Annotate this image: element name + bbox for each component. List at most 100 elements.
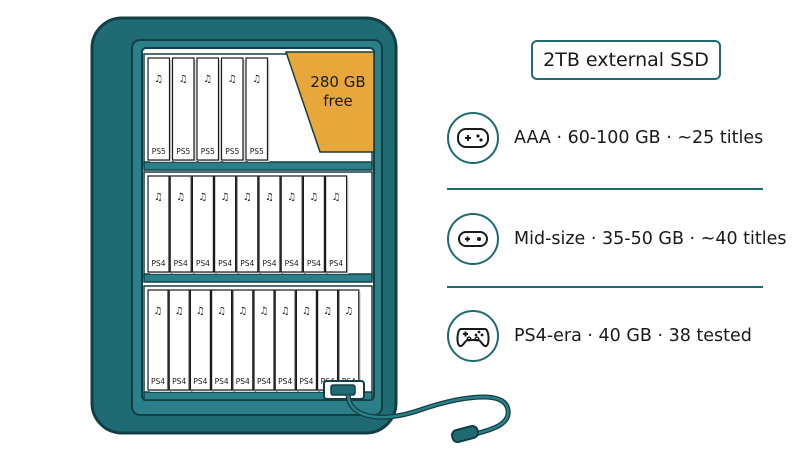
game-case-label: PS4 [299,377,313,386]
playstation-logo-icon: ♫ [175,306,184,317]
playstation-logo-icon: ♫ [154,74,163,85]
game-case-label: PS4 [151,377,165,386]
feature-ps4-era: PS4-era · 40 GB · 38 tested [447,308,787,364]
game-case: ♫ PS4 [169,175,194,274]
game-case-spine [147,289,169,391]
game-case: ♫ PS4 [232,289,255,392]
game-case: ♫ PS4 [258,175,282,274]
feature-ps4-era-text: PS4-era · 40 GB · 38 tested [514,326,752,346]
playstation-logo-icon: ♫ [176,192,185,203]
game-case: ♫ PS4 [189,289,213,392]
game-case-label: PS5 [152,147,166,156]
free-space-marker [284,51,375,153]
feature-aaa: AAA · 60-100 GB · ~25 titles [447,110,787,166]
game-case-spine [302,175,325,273]
divider-1 [447,188,763,190]
game-case: ♫ PS4 [211,289,234,392]
game-case-label: PS5 [201,147,215,156]
game-case-label: PS4 [215,377,229,386]
game-case: ♫PS4 [191,175,216,274]
game-case: ♫ PS5 [196,57,221,162]
game-case-spine [236,175,259,273]
playstation-logo-icon: ♫ [179,74,188,85]
playstation-logo-icon: ♫ [154,192,163,203]
game-case-label: PS4 [193,377,207,386]
feature-mid-size-text: Mid-size · 35-50 GB · ~40 titles [514,229,787,249]
playstation-logo-icon: ♫ [221,192,230,203]
feature-mid-size: Mid-size · 35-50 GB · ~40 titles [447,211,787,267]
playstation-logo-icon: ♫ [265,192,274,203]
game-case: ♫ PS4 [274,289,298,392]
game-case-spine [325,175,348,273]
game-case-spine [168,289,190,391]
game-case-label: PS4 [236,377,250,386]
game-case: ♫ PS5 [245,57,270,162]
game-case-label: PS5 [225,147,239,156]
game-case-spine [171,57,195,161]
game-case: ♫ PS4 [168,289,192,392]
playstation-logo-icon: ♫ [302,306,311,317]
playstation-logo-icon: ♫ [252,74,261,85]
game-case-label: PS5 [250,147,264,156]
game-case-spine [280,175,303,273]
game-case: ♫ PS4 [280,175,305,274]
game-case-label: PS4 [151,259,165,268]
game-case-label: PS4 [172,377,186,386]
game-case-label: PS4 [262,259,276,268]
game-case-spine [295,289,317,391]
playstation-logo-icon: ♫ [238,306,247,317]
game-case: ♫PS4 [338,289,361,392]
game-case-label: PS4 [240,259,254,268]
playstation-logo-icon: ♫ [228,74,237,85]
title-box: 2TB external SSD [531,40,721,80]
feature-aaa-text: AAA · 60-100 GB · ~25 titles [514,128,764,148]
game-case-spine [169,175,192,273]
playstation-logo-icon: ♫ [323,306,332,317]
game-case-spine [189,289,211,391]
game-case-spine [317,289,339,391]
game-case-label: PS4 [257,377,271,386]
playstation-logo-icon: ♫ [196,306,205,317]
playstation-logo-icon: ♫ [217,306,226,317]
game-case: ♫ PS4 [214,175,238,274]
game-case-spine [220,57,244,161]
playstation-logo-icon: ♫ [309,192,318,203]
game-case: ♫PS4 [317,289,340,392]
game-case-label: PS4 [285,259,299,268]
playstation-logo-icon: ♫ [344,306,353,317]
divider-2 [447,286,763,288]
game-case-spine [253,289,275,391]
shelf-board-1 [143,161,373,171]
playstation-logo-icon: ♫ [198,192,207,203]
game-case: ♫PS4 [147,289,170,392]
playstation-logo-icon: ♫ [287,192,296,203]
game-case-spine [211,289,233,391]
game-case-spine [245,57,269,161]
game-case: ♫ PS4 [253,289,276,392]
game-case: ♫PS4 [302,175,327,274]
game-case-spine [338,289,360,391]
game-case: ♫ PS4 [295,289,319,392]
game-case-spine [147,175,170,273]
game-case: ♫ PS4 [236,175,260,274]
game-case-spine [232,289,254,391]
playstation-logo-icon: ♫ [203,74,212,85]
game-case: ♫ PS4 [325,175,349,274]
game-case-label: PS4 [218,259,232,268]
game-case-label: PS4 [174,259,188,268]
playstation-logo-icon: ♫ [243,192,252,203]
playstation-logo-icon: ♫ [281,306,290,317]
game-case-spine [191,175,214,273]
game-case-spine [274,289,296,391]
playstation-logo-icon: ♫ [260,306,269,317]
game-case: ♫ PS4 [147,175,171,274]
gamepad-icon [447,112,499,164]
game-case-spine [196,57,220,161]
game-case-label: PS4 [329,259,343,268]
free-space-line2: free [323,92,353,110]
playstation-logo-icon: ♫ [332,192,341,203]
game-case-spine [258,175,281,273]
game-case-spine [147,57,171,161]
game-case-label: PS4 [278,377,292,386]
